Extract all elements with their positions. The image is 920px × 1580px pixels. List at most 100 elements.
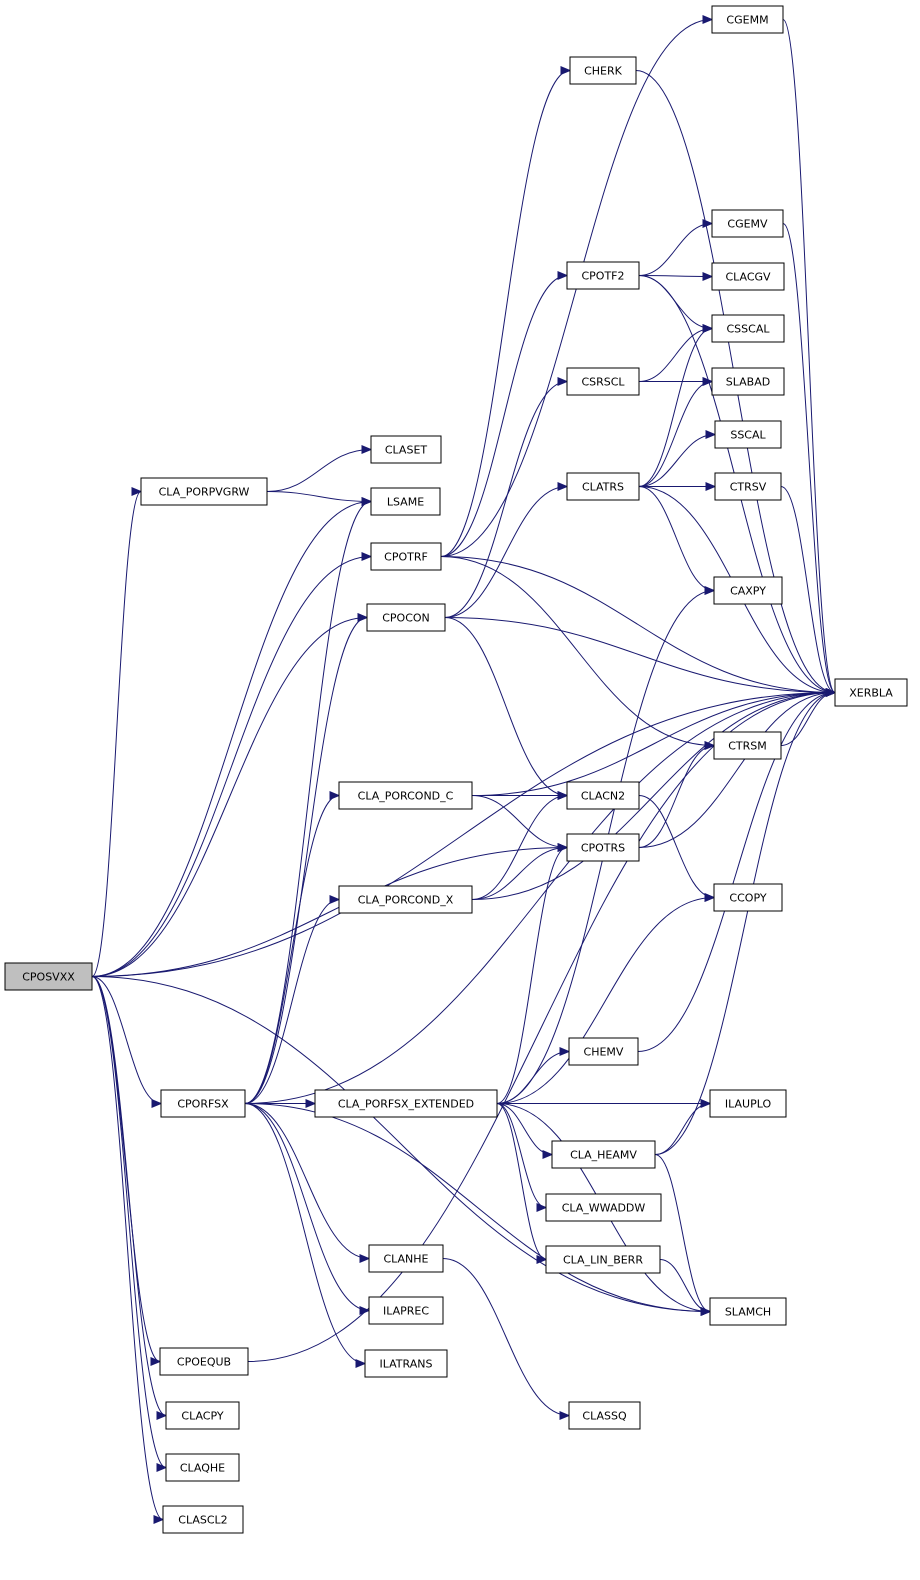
edge-cposvxx-to-lsame — [91, 501, 372, 977]
node-slabad[interactable]: SLABAD — [711, 367, 785, 396]
node-box — [162, 1505, 244, 1534]
node-box — [551, 1140, 656, 1169]
node-box — [569, 56, 637, 85]
edges-layer — [91, 14, 837, 1525]
node-classq[interactable]: CLASSQ — [568, 1401, 641, 1430]
node-cla-heamv[interactable]: CLA_HEAMV — [551, 1140, 656, 1169]
node-label: SLABAD — [726, 376, 770, 389]
edge-cpotrf-to-xerbla — [440, 556, 836, 693]
node-cla-porcond-c[interactable]: CLA_PORCOND_C — [338, 781, 473, 810]
node-label: CSSCAL — [727, 323, 771, 336]
arrowhead-cla-porfsx-extended-to-caxpy — [704, 585, 716, 596]
arrowhead-cpoequb-to-xerbla — [825, 687, 837, 698]
node-chemv[interactable]: CHEMV — [568, 1037, 639, 1066]
node-sscal[interactable]: SSCAL — [714, 420, 782, 449]
node-cla-porfsx-extended[interactable]: CLA_PORFSX_EXTENDED — [314, 1089, 498, 1118]
arrowhead-cporfsx-to-cla-porfsx-extended — [305, 1098, 317, 1109]
node-slamch[interactable]: SLAMCH — [709, 1297, 787, 1326]
edge-cpotrf-to-cherk — [440, 70, 571, 557]
node-lsame[interactable]: LSAME — [370, 487, 441, 516]
node-box — [713, 576, 783, 605]
node-xerbla[interactable]: XERBLA — [834, 678, 908, 707]
edge-cposvxx-to-xerbla — [91, 692, 836, 977]
node-label: CLA_PORCOND_C — [358, 790, 454, 803]
node-box — [4, 962, 93, 991]
node-cpocon[interactable]: CPOCON — [366, 603, 446, 632]
edge-cpotrs-to-xerbla — [638, 692, 836, 848]
node-csscal[interactable]: CSSCAL — [711, 314, 785, 343]
node-label: CPOSVXX — [22, 971, 75, 984]
node-ilaprec[interactable]: ILAPREC — [368, 1296, 444, 1325]
node-clanhe[interactable]: CLANHE — [368, 1244, 444, 1273]
node-label: CLA_PORPVGRW — [159, 486, 250, 499]
edge-cpotrs-to-ctrsm — [638, 745, 715, 848]
node-clascl2[interactable]: CLASCL2 — [162, 1505, 244, 1534]
node-cgemm[interactable]: CGEMM — [711, 5, 784, 34]
edge-cporfsx-to-clanhe — [244, 1103, 370, 1259]
node-box — [834, 678, 908, 707]
node-cherk[interactable]: CHERK — [569, 56, 637, 85]
edge-cpocon-to-clatrs — [444, 486, 568, 618]
node-claset[interactable]: CLASET — [370, 435, 442, 464]
edge-cla-porcond-x-to-cpotrs — [471, 847, 568, 900]
node-label: CPORFSX — [177, 1098, 229, 1111]
node-ilauplo[interactable]: ILAUPLO — [709, 1089, 787, 1118]
node-box — [545, 1193, 662, 1222]
arrowhead-cla-porfsx-extended-to-chemv — [559, 1046, 571, 1057]
node-box — [566, 261, 640, 290]
node-caxpy[interactable]: CAXPY — [713, 576, 783, 605]
node-csrscl[interactable]: CSRSCL — [566, 367, 640, 396]
node-box — [711, 262, 785, 291]
node-label: CLA_WWADDW — [562, 1202, 646, 1215]
node-box — [338, 885, 473, 914]
edge-cla-porpvgrw-to-lsame — [266, 491, 372, 502]
arrowhead-clatrs-to-slabad — [702, 376, 714, 387]
arrowhead-cporfsx-to-cla-porcond-x — [329, 894, 341, 905]
node-cpotrf[interactable]: CPOTRF — [370, 542, 442, 571]
node-label: CPOTRF — [384, 551, 428, 564]
node-cla-porpvgrw[interactable]: CLA_PORPVGRW — [140, 477, 268, 506]
node-clacgv[interactable]: CLACGV — [711, 262, 785, 291]
node-cla-porcond-x[interactable]: CLA_PORCOND_X — [338, 885, 473, 914]
node-clacn2[interactable]: CLACN2 — [566, 781, 640, 810]
node-box — [545, 1245, 661, 1274]
node-cla-lin-berr[interactable]: CLA_LIN_BERR — [545, 1245, 661, 1274]
node-box — [566, 472, 640, 501]
node-label: SSCAL — [730, 429, 766, 442]
node-ccopy[interactable]: CCOPY — [713, 883, 783, 912]
edge-cpocon-to-csrscl — [444, 381, 568, 618]
node-cpotf2[interactable]: CPOTF2 — [566, 261, 640, 290]
arrowhead-cposvxx-to-clascl2 — [153, 1514, 165, 1525]
node-claqhe[interactable]: CLAQHE — [165, 1453, 240, 1482]
node-label: CLACGV — [725, 271, 771, 284]
node-label: CLASCL2 — [178, 1514, 227, 1527]
node-label: ILAUPLO — [725, 1098, 772, 1111]
node-clacpy[interactable]: CLACPY — [165, 1401, 240, 1430]
node-label: CLA_LIN_BERR — [563, 1254, 643, 1267]
arrowhead-cpotrf-to-cpotf2 — [557, 270, 569, 281]
node-label: CLAQHE — [180, 1462, 225, 1475]
node-cpoequb[interactable]: CPOEQUB — [159, 1347, 249, 1376]
edge-ctrsv-to-xerbla — [780, 486, 836, 693]
edge-cla-porcond-c-to-cpotrs — [471, 795, 568, 848]
node-ctrsv[interactable]: CTRSV — [714, 472, 782, 501]
node-cpotrs[interactable]: CPOTRS — [566, 833, 640, 862]
node-label: CGEMM — [726, 14, 768, 27]
node-cporfsx[interactable]: CPORFSX — [160, 1089, 246, 1118]
node-label: CAXPY — [730, 585, 766, 598]
node-box — [364, 1349, 448, 1378]
node-ilatrans[interactable]: ILATRANS — [364, 1349, 448, 1378]
node-clatrs[interactable]: CLATRS — [566, 472, 640, 501]
node-cgemv[interactable]: CGEMV — [711, 209, 784, 238]
node-label: CLACN2 — [581, 790, 625, 803]
node-cposvxx[interactable]: CPOSVXX — [4, 962, 93, 991]
arrowhead-clatrs-to-sscal — [705, 429, 717, 440]
node-ctrsm[interactable]: CTRSM — [713, 731, 782, 760]
edge-cporfsx-to-cla-porcond-c — [244, 795, 340, 1104]
edge-cposvxx-to-cpotrf — [91, 556, 372, 977]
node-box — [140, 477, 268, 506]
arrowhead-clatrs-to-ctrsv — [705, 481, 717, 492]
node-cla-wwaddw[interactable]: CLA_WWADDW — [545, 1193, 662, 1222]
node-label: CSRSCL — [581, 376, 625, 389]
